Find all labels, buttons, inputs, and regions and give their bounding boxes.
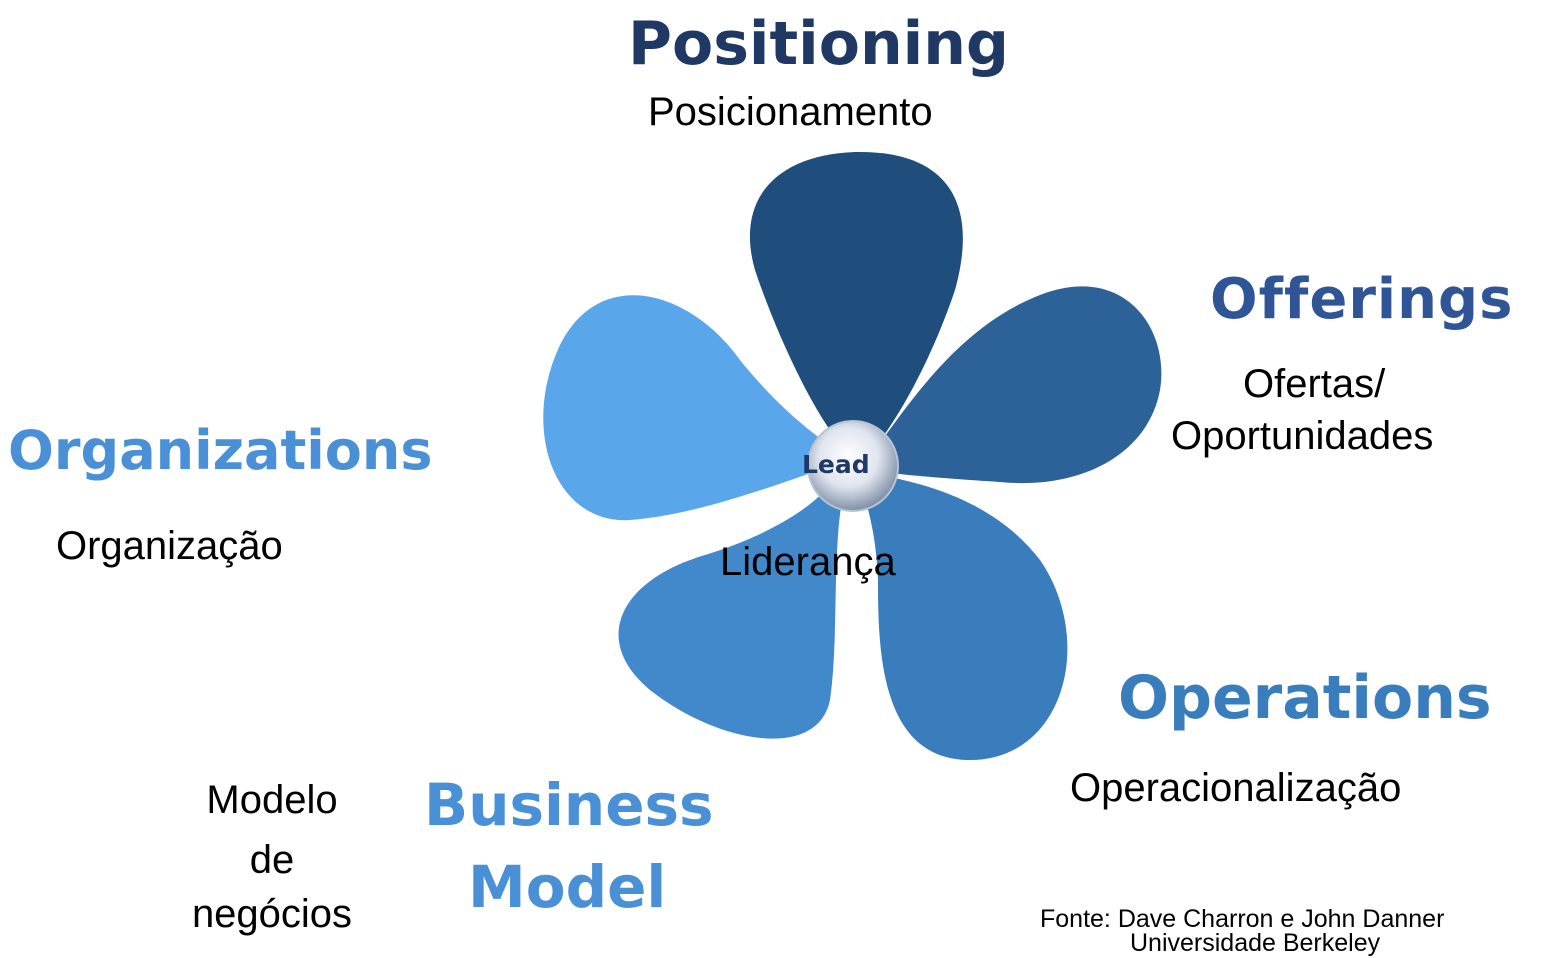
translation-business-model-line1: Modelo [206,778,338,822]
translation-business-model-line3: negócios [191,892,353,936]
translation-offerings-line2: Oportunidades [1171,414,1434,458]
translation-offerings-line1: Ofertas/ [1243,362,1386,406]
petal-organizations [543,295,845,521]
label-business-model-line2: Model [468,853,667,921]
petal-positioning [749,151,963,456]
petal-operations [858,472,1068,760]
translation-business-model-line2: de [249,838,295,882]
petal-offerings [865,286,1162,484]
translation-organizations: Organização [56,524,283,568]
translation-positioning: Posicionamento [648,90,933,134]
label-offerings: Offerings [1210,267,1514,332]
translation-lead: Liderança [720,540,896,584]
label-organizations: Organizations [8,419,433,482]
label-operations: Operations [1118,663,1492,733]
label-business-model-line1: Business [424,771,714,839]
source-line1: Fonte: Dave Charron e John Danner [1040,905,1445,933]
source-line2: Universidade Berkeley [1130,929,1381,957]
hub-circle [807,420,899,512]
petal-business-model [618,470,848,739]
hub-label-lead: Lead [802,450,870,479]
translation-operations: Operacionalização [1070,766,1402,810]
label-positioning: Positioning [628,9,1009,79]
